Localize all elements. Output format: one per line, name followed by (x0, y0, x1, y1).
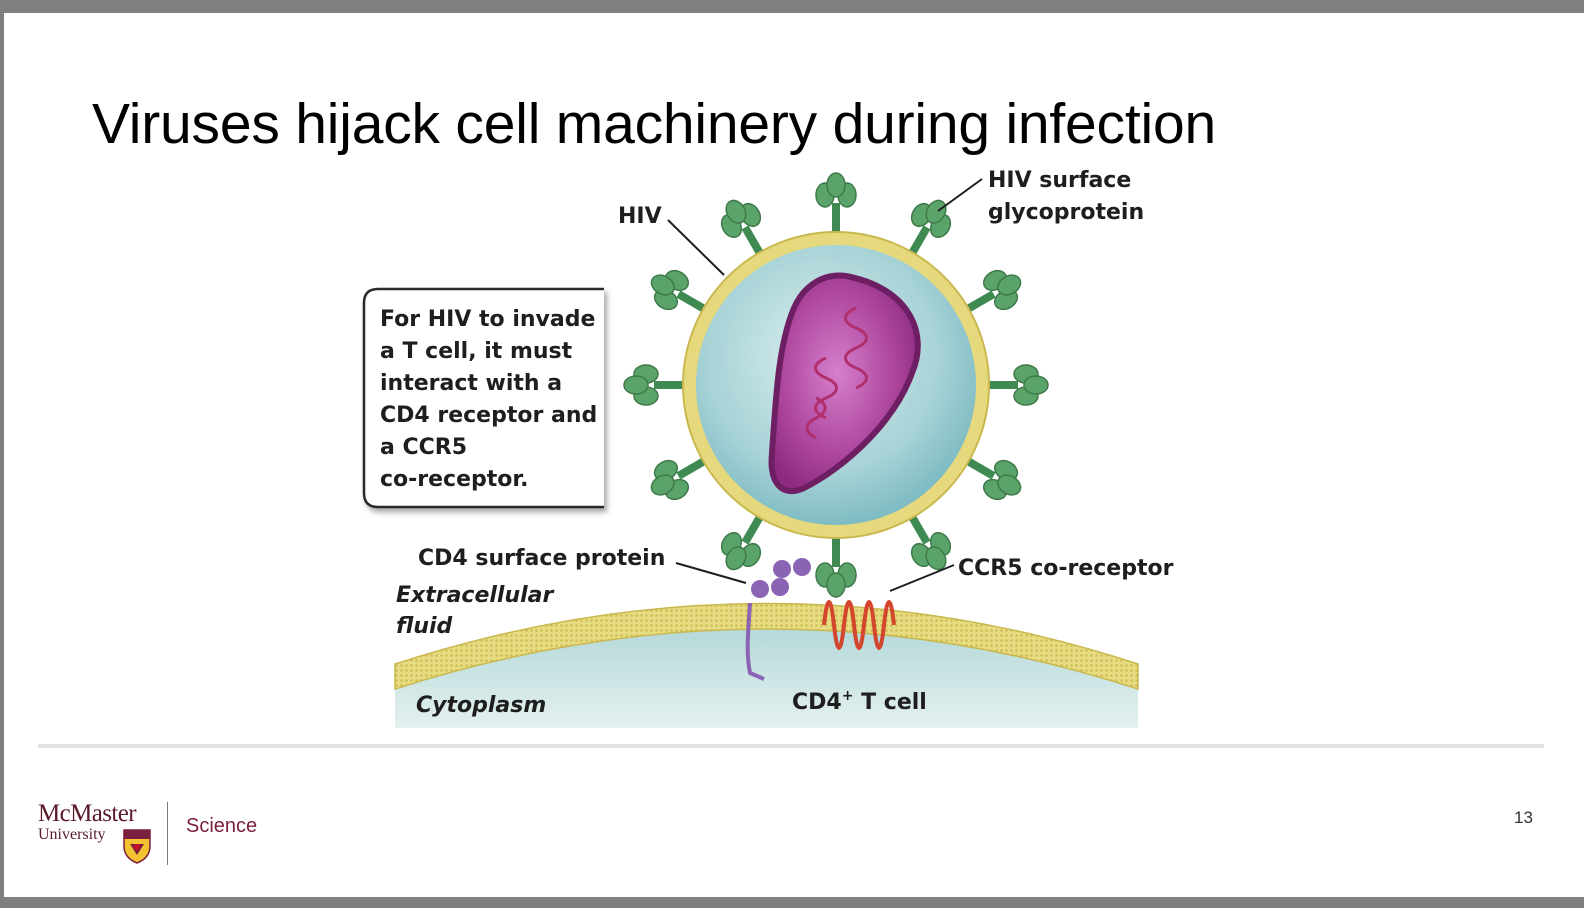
callout-box: For HIV to invade a T cell, it must inte… (362, 287, 605, 509)
label-ccr5-coreceptor: CCR5 co-receptor (958, 556, 1174, 581)
label-glycoprotein: HIV surface glycoprotein (988, 168, 1144, 225)
footer-divider (38, 744, 1544, 748)
cell-membrane (394, 602, 1139, 691)
t-cell (394, 602, 1139, 728)
crest-icon (123, 829, 151, 864)
callout-text: For HIV to invade a T cell, it must inte… (380, 307, 605, 492)
glycoprotein-spike (623, 364, 696, 406)
label-cytoplasm: Cytoplasm (416, 693, 546, 718)
label-cd4-t-cell: CD4+ T cell (792, 688, 927, 715)
glycoprotein-spike (720, 504, 770, 571)
mcmaster-logo-subtitle: University (38, 826, 106, 843)
viral-rna (805, 306, 868, 440)
slide-title: Viruses hijack cell machinery during inf… (92, 92, 1216, 156)
glycoprotein-spike (650, 451, 717, 501)
cd4-receptor (745, 558, 811, 681)
logo-divider (167, 802, 168, 865)
hiv-infection-diagram: For HIV to invade a T cell, it must inte… (362, 168, 1174, 728)
label-extracellular-fluid: Extracellular fluid (396, 583, 561, 639)
slide: Viruses hijack cell machinery during inf… (4, 13, 1584, 897)
glycoprotein-spike (976, 364, 1049, 406)
ccr5-coreceptor (822, 600, 896, 650)
viral-capsid (768, 272, 921, 495)
hiv-virion (623, 172, 1049, 598)
label-cd4-surface-protein: CD4 surface protein (418, 546, 665, 571)
mcmaster-logo-wordmark: McMaster (38, 800, 137, 827)
page-number: 13 (1514, 808, 1533, 827)
label-hiv: HIV (618, 204, 662, 229)
faculty-name: Science (186, 815, 258, 837)
glycoprotein-spike (815, 525, 857, 598)
glycoprotein-spike (815, 172, 857, 245)
leader-lines (667, 178, 983, 592)
